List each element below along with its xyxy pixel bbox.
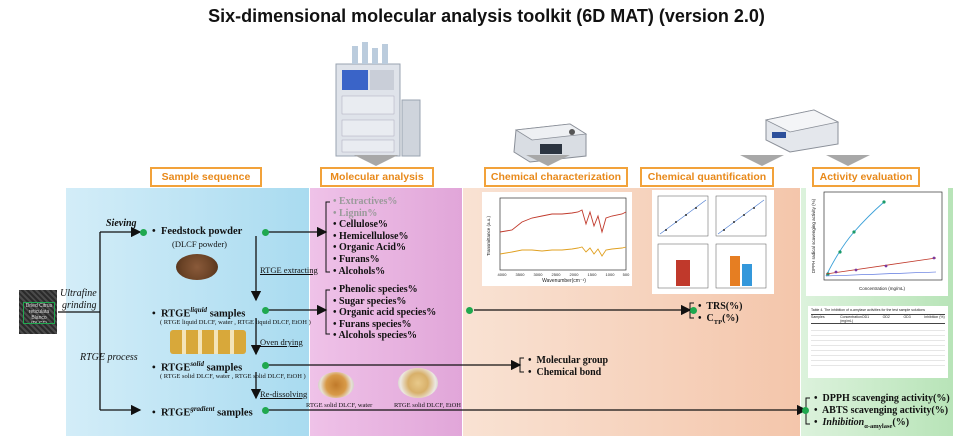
table-header-cell: Concentration (mg/mL): [840, 315, 862, 323]
raw-sample-image: [19, 290, 57, 334]
feedstock-sub: (DLCF powder): [172, 239, 228, 249]
list-item: • Sugar species%: [333, 295, 407, 307]
down-arrow-icon: [354, 155, 398, 166]
node-dot: [466, 307, 473, 314]
ftir-tick: 4000: [498, 272, 508, 277]
curve-2: [825, 257, 937, 275]
chemical-bond-label: • Chemical bond: [528, 367, 602, 378]
ftir-tick: 500: [623, 272, 630, 277]
list-item: • Cellulose%: [333, 219, 388, 231]
header-activity-evaluation: Activity evaluation: [812, 167, 920, 187]
table-header-cell: OD3: [903, 315, 911, 319]
list-item: • Lignin%: [333, 207, 378, 219]
ftir-tick: 3500: [516, 272, 526, 277]
header-molecular-analysis: Molecular analysis: [320, 167, 434, 187]
raw-sample-label: Dried Citrus reticulata Blanco (DLCF): [23, 302, 55, 324]
ftir-spectrum-chart: Wavenumber(cm⁻¹) Transmittance (a.u.) 40…: [482, 192, 632, 286]
list-item: • Organic acid species%: [333, 307, 437, 319]
dpph-activity-chart: DPPH radical scavenging activity (%) Con…: [806, 188, 948, 296]
dpph-xlabel: Concentration (mg/mL): [859, 286, 906, 291]
list-item: • Alcohols species%: [333, 330, 418, 342]
table-header-cell: OD2: [882, 315, 890, 319]
abts-label: • ABTS scavenging activity(%): [814, 405, 949, 416]
inhibition-table: Table 4. The inhibition of α-amylase act…: [808, 306, 948, 378]
header-chemical-quantification: Chemical quantification: [640, 167, 774, 187]
header-sample-sequence: Sample sequence: [150, 167, 262, 187]
ftir-series-water: [499, 209, 627, 234]
molecular-group-label: • Molecular group: [528, 355, 609, 366]
rtge-extracting-label: RTGE extracting: [260, 265, 318, 275]
dish-etoh-image: [398, 368, 438, 398]
powder-image: [176, 254, 218, 280]
liquid-samples-label: • RTGEliquid samples: [152, 306, 246, 320]
table-header-cell: Samples: [811, 315, 825, 319]
solid-samples-label: • RTGEsolid samples: [152, 360, 243, 374]
down-arrow-icon: [526, 155, 570, 166]
node-dot: [262, 362, 269, 369]
feedstock-label: • Feedstock powder: [152, 226, 243, 237]
grinding-label: grinding: [62, 300, 97, 311]
page-title: Six-dimensional molecular analysis toolk…: [208, 6, 765, 26]
ftir-instrument-image: [513, 123, 588, 163]
ftir-ylabel: Transmittance (a.u.): [486, 215, 491, 256]
list-item: • Extractives%: [333, 196, 398, 207]
list-item: • Organic Acid%: [333, 242, 406, 254]
curve-3: [825, 271, 937, 277]
hplc-instrument-image: [335, 42, 421, 157]
solid-samples-sub: ( RTGE solid DLCF, water , RTGE solid DL…: [160, 373, 306, 380]
node-dot: [262, 407, 269, 414]
liquid-samples-sub: ( RTGE liquid DLCF, water , RTGE liquid …: [160, 319, 311, 326]
redissolving-label: Re-dissolving: [260, 389, 308, 399]
node-dot: [262, 307, 269, 314]
node-dot: [802, 407, 809, 414]
ftir-series-etoh: [499, 246, 627, 257]
table-header-cell: OD1: [861, 315, 870, 319]
down-arrow-icon: [740, 155, 784, 166]
ftir-tick: 1500: [588, 272, 598, 277]
list-item: • Furans species%: [333, 318, 412, 330]
node-dot: [690, 307, 697, 314]
node-dot: [140, 229, 147, 236]
ftir-tick: 2500: [552, 272, 562, 277]
list-item: • Phenolic species%: [333, 284, 418, 295]
list-item: • Furans%: [333, 253, 380, 265]
list-item: • Alcohols%: [333, 265, 386, 277]
node-dot: [262, 229, 269, 236]
quantification-plots: [652, 190, 774, 294]
rtge-process-label: RTGE process: [80, 352, 138, 363]
liquid-vials-image: [170, 330, 246, 354]
dish-water-label: RTGE solid DLCF, water: [306, 402, 373, 409]
down-arrow-icon: [826, 155, 870, 166]
molecular-group-1: • Extractives% • Lignin% • Cellulose% • …: [333, 196, 408, 277]
gradient-samples-label: • RTGEgradient samples: [152, 405, 253, 419]
uv-vis-instrument-image: [764, 109, 840, 153]
ftir-tick: 3000: [534, 272, 544, 277]
oven-drying-label: Oven drying: [260, 337, 303, 347]
ctp-label: • CTP(%): [698, 313, 739, 326]
sieving-label: Sieving: [106, 218, 137, 229]
ultrafine-label: Ultrafine: [60, 288, 97, 299]
dpph-ylabel: DPPH radical scavenging activity (%): [811, 198, 816, 273]
dish-water-image: [318, 372, 354, 398]
dish-etoh-label: RTGE solid DLCF, EtOH: [394, 402, 461, 409]
ftir-tick: 1000: [606, 272, 616, 277]
header-chemical-characterization: Chemical characterization: [484, 167, 628, 187]
ftir-xlabel: Wavenumber(cm⁻¹): [542, 278, 586, 284]
molecular-group-2: • Phenolic species% • Sugar species% • O…: [333, 284, 436, 342]
ftir-tick: 2000: [570, 272, 580, 277]
table-header-cell: Inhibition (%): [924, 315, 945, 319]
list-item: • Hemicellulose%: [333, 230, 409, 242]
dpph-label: • DPPH scavenging activity(%): [814, 393, 950, 404]
trs-label: • TRS(%): [698, 301, 743, 312]
inhibition-label: • Inhibitionα-amylase(%): [814, 417, 910, 430]
table-caption: Table 4. The inhibition of α-amylase act…: [811, 308, 926, 312]
